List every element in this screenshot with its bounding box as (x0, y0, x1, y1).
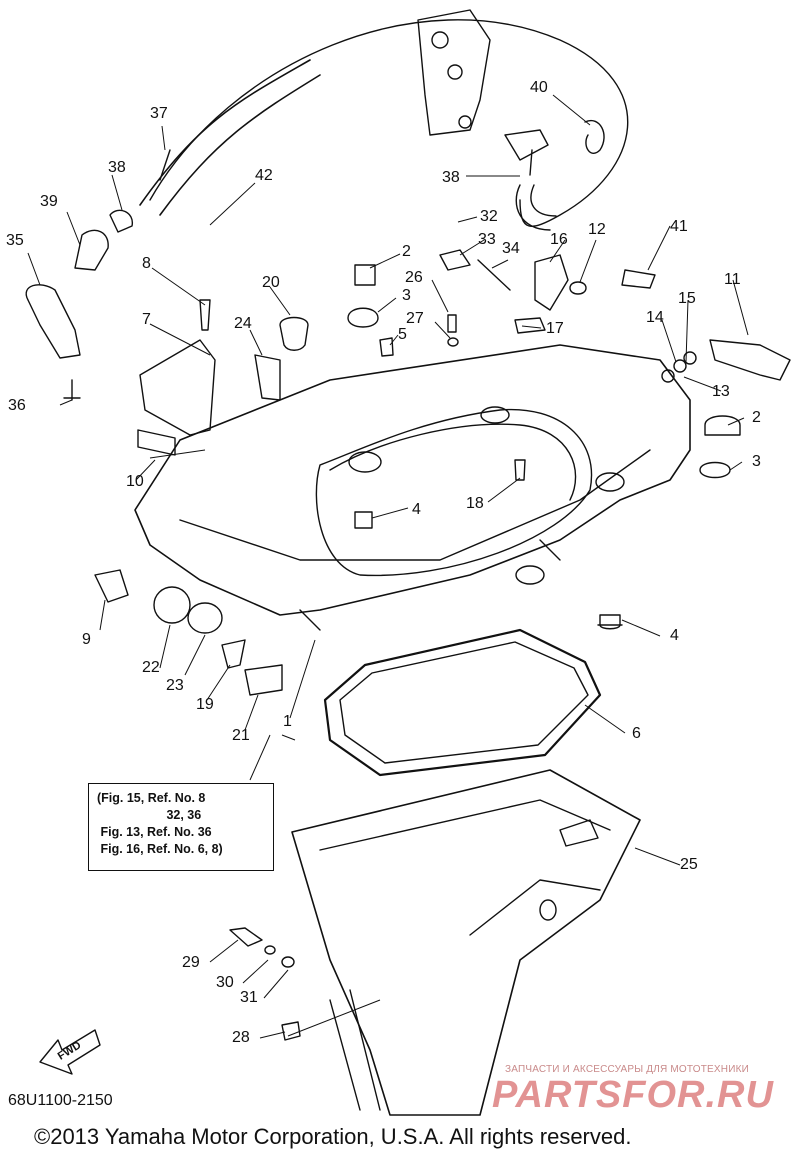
callout-12: 12 (588, 221, 606, 238)
callout-40: 40 (530, 79, 548, 96)
callout-23: 23 (166, 677, 184, 694)
callout-6: 6 (632, 725, 641, 742)
callout-7: 7 (142, 311, 151, 328)
note-line-2: 32, 36 (97, 808, 202, 822)
gasket (323, 628, 602, 777)
callout-39: 39 (40, 193, 58, 210)
callout-3-top: 3 (402, 287, 411, 304)
callout-4-top: 4 (412, 501, 421, 518)
cable-loop (149, 19, 629, 227)
callout-19: 19 (196, 696, 214, 713)
copyright-line: ©2013 Yamaha Motor Corporation, U.S.A. A… (34, 1124, 632, 1149)
note-line-4: Fig. 16, Ref. No. 6, 8) (97, 842, 223, 856)
callout-31: 31 (240, 989, 258, 1006)
callout-16: 16 (550, 231, 568, 248)
callout-9: 9 (82, 631, 91, 648)
callout-2-top: 2 (402, 243, 411, 260)
callout-38: 38 (108, 159, 126, 176)
bracket-part (417, 9, 491, 136)
callout-5: 5 (398, 326, 407, 343)
watermark-brand: PARTSFOR.RU (492, 1074, 774, 1116)
callout-34: 34 (502, 240, 520, 257)
callout-30: 30 (216, 974, 234, 991)
callout-33: 33 (478, 231, 496, 248)
diagram-code: 68U1100-2150 (8, 1092, 113, 1109)
callout-4-right: 4 (670, 627, 679, 644)
callout-22: 22 (142, 659, 160, 676)
callout-10: 10 (126, 473, 144, 490)
hose-part (139, 59, 321, 216)
callout-17: 17 (546, 320, 564, 337)
callout-15: 15 (678, 290, 696, 307)
callout-37: 37 (150, 105, 168, 122)
callout-32: 32 (480, 208, 498, 225)
callout-11: 11 (724, 271, 741, 288)
clamp-part (25, 284, 81, 359)
callout-21: 21 (232, 727, 250, 744)
callout-42: 42 (255, 167, 273, 184)
callout-14: 14 (646, 309, 664, 326)
callout-8: 8 (142, 255, 151, 272)
reference-note-box: (Fig. 15, Ref. No. 8 32, 36 Fig. 13, Ref… (88, 783, 274, 871)
callout-29: 29 (182, 954, 200, 971)
callout-25: 25 (680, 856, 698, 873)
callout-1: 1 (283, 713, 292, 730)
callout-35: 35 (6, 232, 24, 249)
callout-28: 28 (232, 1029, 250, 1046)
callout-13: 13 (712, 383, 730, 400)
watermark-subtitle: ЗАПЧАСТИ И АКСЕССУАРЫ ДЛЯ МОТОТЕХНИКИ (505, 1064, 750, 1075)
note-line-3: Fig. 13, Ref. No. 36 (97, 825, 212, 839)
callout-27: 27 (406, 310, 424, 327)
callout-24: 24 (234, 315, 252, 332)
callout-41: 41 (670, 218, 688, 235)
callout-2-right: 2 (752, 409, 761, 426)
bottom-cowling (134, 344, 691, 616)
callout-18: 18 (466, 495, 484, 512)
apron (291, 769, 641, 1116)
callout-3-right: 3 (752, 453, 761, 470)
callout-36: 36 (8, 397, 26, 414)
note-line-1: (Fig. 15, Ref. No. 8 (97, 791, 206, 805)
callout-26: 26 (405, 269, 423, 286)
callout-20: 20 (262, 274, 280, 291)
callout-38-right: 38 (442, 169, 460, 186)
